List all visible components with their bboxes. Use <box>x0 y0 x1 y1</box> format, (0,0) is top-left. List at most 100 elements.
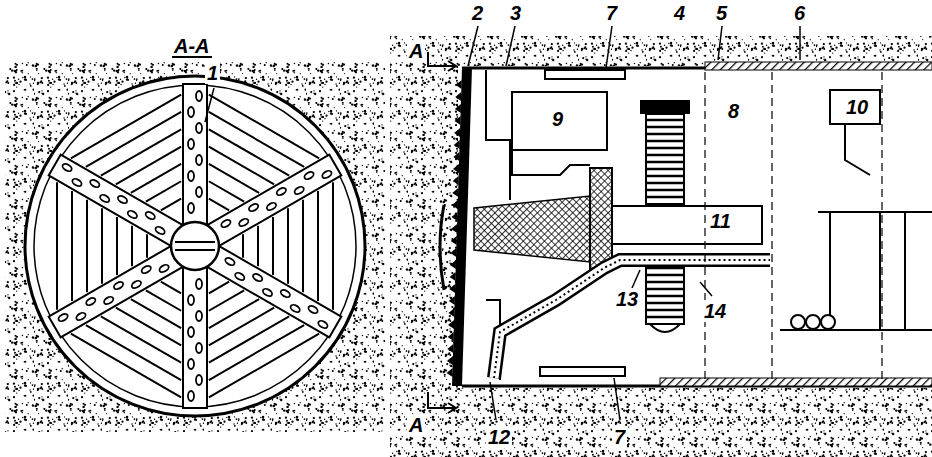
face-slot <box>209 308 274 346</box>
motor-rib <box>646 309 684 312</box>
callout-number: 1 <box>205 62 220 84</box>
cutter-tooth <box>448 332 454 341</box>
segment-lining <box>660 378 932 386</box>
leader-line <box>205 88 214 122</box>
face-slot <box>257 226 259 267</box>
motor-rib <box>646 182 684 185</box>
cross-section <box>5 62 385 432</box>
callout-number: 7 <box>612 426 627 448</box>
erector <box>830 90 880 124</box>
rim-inner <box>34 85 356 407</box>
motor-rib <box>646 281 684 284</box>
face-slot <box>131 299 181 328</box>
drive-motor <box>646 262 684 324</box>
cutter-spoke <box>183 84 207 226</box>
leader-line <box>490 382 496 420</box>
motor-rib <box>646 189 684 192</box>
cutter-spoke <box>49 246 184 338</box>
motor-rib <box>646 161 684 164</box>
face-slot <box>317 191 319 301</box>
face-slot <box>116 147 181 185</box>
segment-lining <box>705 62 932 70</box>
section-mark: A <box>407 40 425 62</box>
motor-rib <box>646 295 684 298</box>
face-slot <box>161 282 181 294</box>
motor-rib <box>646 126 684 129</box>
face-slot <box>116 308 181 346</box>
leader-line <box>614 378 620 420</box>
rail-wheel <box>791 315 805 329</box>
cutter-tooth <box>450 248 456 257</box>
cutter-tooth <box>452 200 458 209</box>
face-slot <box>209 199 229 211</box>
drive-motor <box>646 114 684 204</box>
face-slot <box>272 217 274 275</box>
face-slot <box>131 226 133 267</box>
motor-rib <box>646 316 684 319</box>
screw-conveyor <box>494 260 770 378</box>
callout-number: 13 <box>614 288 640 310</box>
shield-jack <box>545 70 625 79</box>
cutter-tooth <box>447 368 453 377</box>
rail-wheel <box>806 315 820 329</box>
rail-wheel <box>821 315 835 329</box>
hub <box>171 222 219 270</box>
cutter-spoke <box>206 246 341 338</box>
drive-motor <box>640 100 690 114</box>
face-slot <box>209 164 259 193</box>
face-slot <box>209 290 244 310</box>
leader-line <box>718 26 722 60</box>
callout-number: 14 <box>702 300 728 322</box>
face-slot <box>302 200 304 293</box>
leader-line <box>468 26 478 66</box>
drive-housing <box>512 92 607 150</box>
cutterhead <box>452 68 472 386</box>
cutter-tooth <box>450 260 456 269</box>
callout-number: 11 <box>708 210 733 232</box>
face-slot <box>116 217 118 275</box>
motor-rib <box>646 140 684 143</box>
cutter-tooth <box>449 284 455 293</box>
face-slot <box>86 325 181 380</box>
section-boundary <box>771 72 772 382</box>
face-slot <box>86 112 181 167</box>
callout-number: 2 <box>470 2 485 24</box>
cutter-tooth <box>448 308 454 317</box>
screw-flight <box>494 260 770 378</box>
motor-rib <box>646 147 684 150</box>
callout-number: 8 <box>726 100 741 122</box>
screw-conveyor <box>494 260 770 378</box>
cutter-tooth <box>453 164 459 173</box>
cutter-tooth <box>456 80 462 89</box>
callout-number: 5 <box>714 2 729 24</box>
motor-rib <box>646 175 684 178</box>
face-slot <box>209 334 319 398</box>
motor-rib <box>646 288 684 291</box>
cutter-tooth <box>448 320 454 329</box>
cutter-spoke <box>183 266 207 408</box>
motor-rib <box>646 119 684 122</box>
housing <box>512 150 590 175</box>
cutter-tooth <box>455 104 461 113</box>
leader-line <box>506 26 515 66</box>
cutter-tooth <box>447 356 453 365</box>
face-slot <box>131 164 181 193</box>
face-slot <box>332 182 334 309</box>
motor-rib <box>646 168 684 171</box>
section-label: A-A <box>172 36 212 58</box>
face-slot <box>161 199 181 211</box>
shaft <box>612 206 762 244</box>
cutter-tooth <box>451 236 457 245</box>
face-slot <box>86 200 88 293</box>
face-slot <box>209 325 304 380</box>
face-slot <box>209 299 259 328</box>
ground <box>390 36 458 457</box>
shield-jack <box>540 367 625 376</box>
cutter-tooth <box>453 152 459 161</box>
face-slot <box>101 208 103 283</box>
face-slot <box>71 191 73 301</box>
face-slot <box>209 147 274 185</box>
section-boundary <box>704 72 705 382</box>
motor-rib <box>646 154 684 157</box>
